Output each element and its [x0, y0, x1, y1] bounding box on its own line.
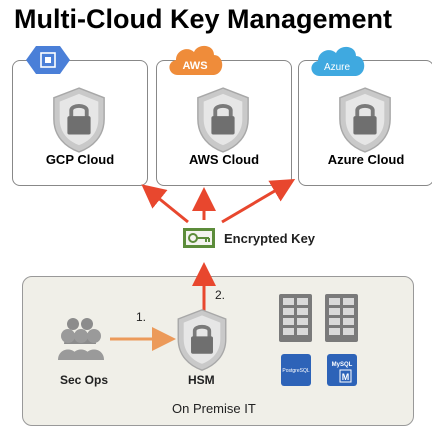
encrypted-key-label: Encrypted Key: [224, 231, 316, 246]
gcp-cloud-label: GCP Cloud: [45, 152, 115, 167]
hsm-shield-lock-icon: [176, 308, 228, 372]
page-title: Multi-Cloud Key Management: [14, 4, 393, 34]
server-icon-1: [279, 294, 312, 342]
aws-cloud-label: AWS Cloud: [188, 152, 260, 167]
on-premise-label: On Premise IT: [172, 401, 256, 416]
key-icon: [183, 228, 215, 248]
azure-cloud-label: Azure Cloud: [327, 152, 405, 167]
arrow-to-azure: [221, 178, 296, 224]
postgresql-label: PostgreSQL: [282, 368, 309, 374]
mysql-mark: M: [342, 372, 350, 382]
arrow-to-gcp: [141, 184, 189, 224]
gcp-badge-icon: [26, 46, 70, 74]
azure-shield-lock-icon: [337, 86, 393, 154]
azure-badge-text: Azure: [324, 62, 351, 73]
azure-badge-icon: [311, 46, 365, 76]
hsm-label: HSM: [188, 373, 215, 387]
aws-badge-text: AWS: [182, 60, 207, 72]
gcp-shield-lock-icon: [51, 86, 107, 154]
step-1-label: 1.: [136, 310, 147, 324]
postgresql-icon: [281, 354, 311, 386]
aws-shield-lock-icon: [195, 86, 251, 154]
aws-cloud-box: AWS Cloud: [156, 60, 292, 186]
server-icon-2: [325, 294, 358, 342]
people-icon: [58, 318, 104, 360]
secops-label: Sec Ops: [60, 373, 109, 387]
step-2-label: 2.: [215, 288, 226, 302]
mysql-label: MySQL: [332, 362, 353, 368]
aws-badge-icon: [169, 45, 223, 75]
